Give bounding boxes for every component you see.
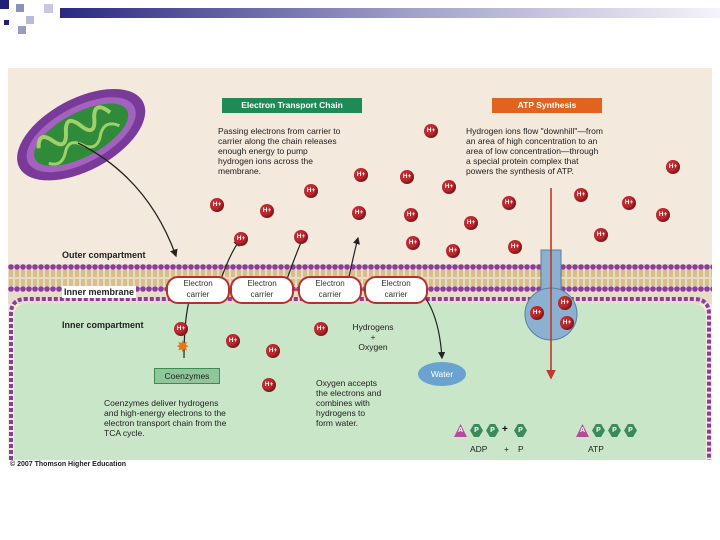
hydrogen-ion: H+	[530, 306, 544, 320]
electron-carrier-3: Electron carrier	[298, 276, 362, 304]
hydrogen-ion: H+	[262, 378, 276, 392]
hydrogen-ion: H+	[594, 228, 608, 242]
carrier-line-1: Electron	[183, 279, 213, 288]
copyright-notice: © 2007 Thomson Higher Education	[10, 461, 127, 468]
hydrogen-ion: H+	[560, 316, 574, 330]
carrier-line-2: carrier	[250, 290, 274, 299]
carrier-line-1: Electron	[247, 279, 277, 288]
corner-square-2	[16, 4, 24, 12]
hydrogen-ion: H+	[354, 168, 368, 182]
phosphate-shape: P	[608, 424, 621, 437]
diagram-canvas: Electron Transport Chain ATP Synthesis P…	[8, 68, 712, 460]
inner-membrane-label: Inner membrane	[62, 286, 137, 298]
carrier-line-1: Electron	[381, 279, 411, 288]
hydrogen-ion: H+	[656, 208, 670, 222]
carrier-line-2: carrier	[318, 290, 342, 299]
inner-compartment	[14, 304, 706, 460]
electron-carrier-1: Electron carrier	[166, 276, 230, 304]
hydrogen-ion: H+	[314, 322, 328, 336]
hydrogen-ion: H+	[424, 124, 438, 138]
electron-carrier-2: Electron carrier	[230, 276, 294, 304]
phosphate-shape: P	[470, 424, 483, 437]
electron-carrier-4: Electron carrier	[364, 276, 428, 304]
coenzymes-description: Coenzymes deliver hydrogens and high-ene…	[104, 398, 227, 438]
carrier-line-2: carrier	[186, 290, 210, 299]
corner-square-3	[26, 16, 34, 24]
hydrogen-ion: H+	[404, 208, 418, 222]
hydrogen-ion: H+	[294, 230, 308, 244]
hydrogen-ion: H+	[226, 334, 240, 348]
hydrogen-ion: H+	[442, 180, 456, 194]
hydrogen-ion: H+	[666, 160, 680, 174]
corner-square-5	[4, 20, 9, 25]
hydrogen-ion: H+	[446, 244, 460, 258]
mito-zoom-arrow	[77, 142, 178, 258]
etc-header: Electron Transport Chain	[222, 98, 362, 113]
header-gradient-bar	[60, 8, 720, 18]
electron-burst-icon: ✸	[176, 339, 190, 356]
coenzymes-box: Coenzymes	[154, 368, 220, 384]
adp-label: ADP	[470, 444, 488, 454]
corner-square-6	[18, 26, 26, 34]
hydrogen-ion: H+	[304, 184, 318, 198]
hydrogen-ion: H+	[210, 198, 224, 212]
hydrogen-ion: H+	[260, 204, 274, 218]
etc-description: Passing electrons from carrier to carrie…	[218, 126, 341, 176]
water-label: Water	[430, 369, 454, 379]
carrier-line-1: Electron	[315, 279, 345, 288]
hydrogen-ion: H+	[558, 296, 572, 310]
hydrogen-ion: H+	[234, 232, 248, 246]
atp-description: Hydrogen ions flow "downhill"—from an ar…	[466, 126, 603, 176]
hydrogen-ion: H+	[174, 322, 188, 336]
hydrogen-ion: H+	[266, 344, 280, 358]
carrier-line-2: carrier	[384, 290, 408, 299]
phosphate-shape: P	[592, 424, 605, 437]
inner-compartment-label: Inner compartment	[62, 320, 144, 330]
hydrogen-ion: H+	[352, 206, 366, 220]
hydrogen-ion: H+	[508, 240, 522, 254]
hydrogen-ions-layer: H+ H+ H+ H+ H+ H+ H+ H+ H+ H+ H+ H+ H+ H+ H+ H+ H+ H+ H+ H+…	[8, 68, 712, 460]
outer-compartment-label: Outer compartment	[62, 250, 146, 260]
hydrogen-ion: H+	[400, 170, 414, 184]
atp-label: ATP	[588, 444, 604, 454]
phosphate-shape: P	[624, 424, 637, 437]
mitochondrion	[17, 88, 146, 181]
phosphate-shape: P	[486, 424, 499, 437]
plus-label: +	[504, 444, 509, 454]
corner-square-4	[44, 4, 53, 13]
hydrogen-ion: H+	[574, 188, 588, 202]
hydrogen-ion: H+	[464, 216, 478, 230]
hydrogen-ion: H+	[406, 236, 420, 250]
phosphate-shape: P	[514, 424, 527, 437]
inner-compartment-lipid-ring	[9, 297, 711, 460]
atp-header: ATP Synthesis	[492, 98, 602, 113]
hydrogen-ion: H+	[622, 196, 636, 210]
oxygen-description: Oxygen accepts the electrons and combine…	[316, 378, 382, 428]
hydrogens-oxygen-label: Hydrogens + Oxygen	[352, 322, 394, 352]
corner-square-1	[0, 0, 9, 9]
plus-sign: +	[502, 424, 508, 435]
water-bubble	[418, 362, 466, 386]
hydrogen-ion: H+	[502, 196, 516, 210]
p-label: P	[518, 444, 524, 454]
